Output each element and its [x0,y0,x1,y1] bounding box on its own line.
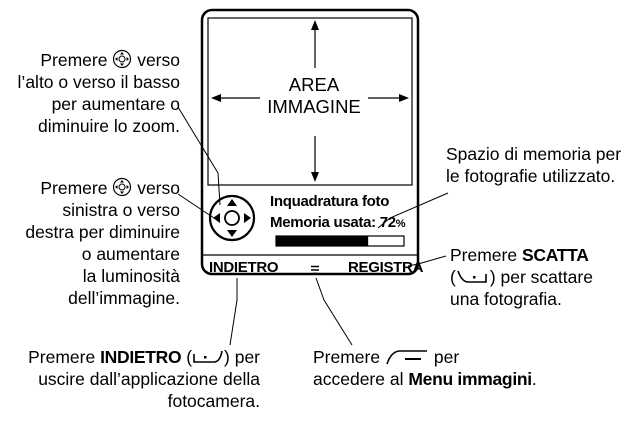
center-key-icon [386,350,427,365]
memory-used-value: Memoria usata: 72 [270,214,396,231]
callout-menu-line2: accedere al Menu immagini. [313,369,537,389]
memory-percent-symbol: % [395,218,406,230]
callout-capture-line2: ( ) per scattare [450,267,593,287]
softkey-left-back[interactable]: INDIETRO [209,259,279,276]
callout-back-line1: Premere INDIETRO ( ) per [28,347,260,367]
menu-immagini-keyword: Menu immagini [408,369,532,389]
arrow-up-icon [311,20,319,30]
image-area-label: AREA IMMAGINE [258,74,370,118]
softkey-right-save[interactable]: REGISTRA [348,259,424,276]
menu-icon [311,265,319,275]
callout-menu: Premere per accedere al Menu immagini. [313,346,537,390]
indietro-keyword: INDIETRO [100,347,182,367]
image-area-frame [207,17,413,186]
nav-key-icon [113,49,132,69]
callout-capture: Premere SCATTA ( ) per scattare una foto… [450,245,593,309]
nav-key-icon [208,194,256,242]
softkey-center-menu[interactable] [309,262,321,275]
callout-zoom: Premere verso l’alto o verso il basso pe… [0,49,180,137]
arrow-down-icon [311,172,319,182]
left-softkey-icon [193,350,223,363]
status-title: Inquadratura foto [270,193,390,210]
arrow-left-icon [211,94,221,102]
arrow-right-icon [399,94,409,102]
callout-menu-line1: Premere per [313,347,460,367]
callout-capture-line1: Premere SCATTA [450,245,589,265]
callout-memory: Spazio di memoria per le fotografie util… [446,144,622,186]
memory-used-label: Memoria usata: 72% [270,214,406,233]
callout-back: Premere INDIETRO ( ) per uscire dall’app… [0,346,260,412]
image-area-label-line1: AREA [288,74,340,95]
memory-bar-fill [276,236,369,246]
callout-zoom-line1: Premere verso [40,49,180,70]
image-area-label-line2: IMMAGINE [267,96,361,117]
callout-brightness-line1: Premere verso [40,177,180,198]
nav-key-icon [113,177,132,197]
right-softkey-icon [457,270,487,283]
scatta-keyword: SCATTA [521,245,589,265]
callout-brightness: Premere verso sinistra o verso destra pe… [0,177,180,309]
